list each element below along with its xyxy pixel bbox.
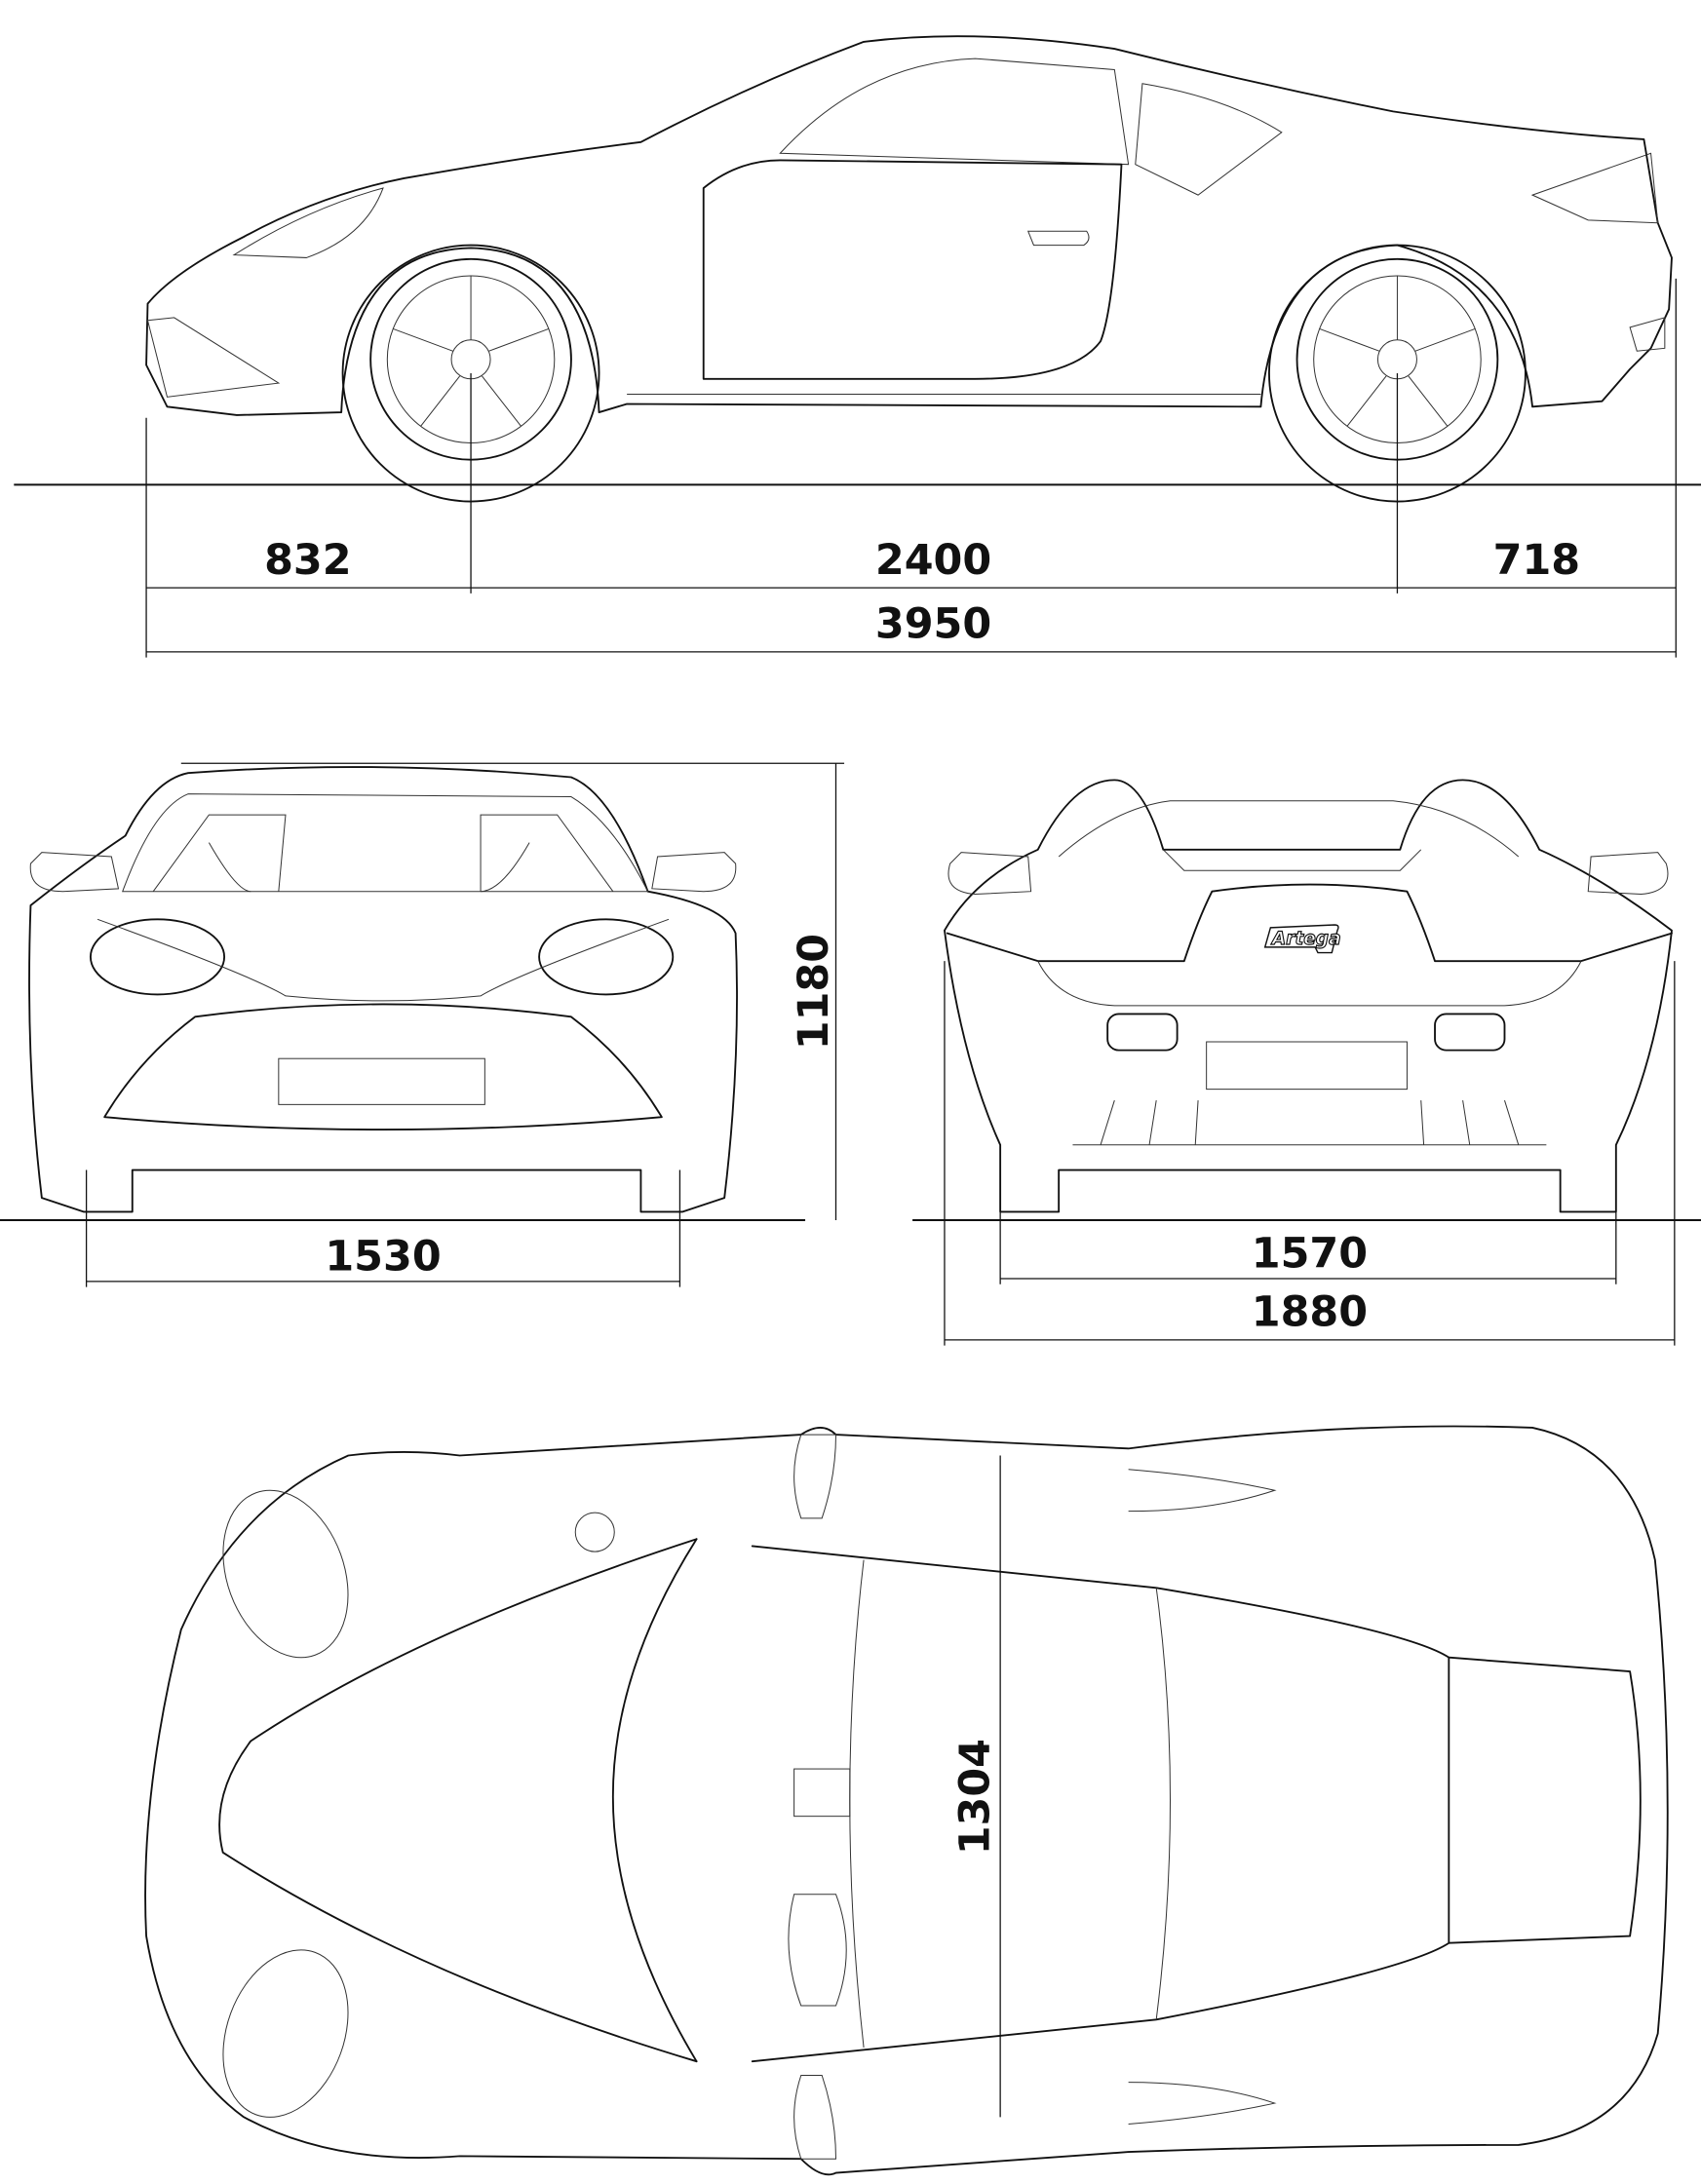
left-top-mirror: [793, 1434, 836, 1519]
height-label: 1180: [790, 934, 838, 1050]
roof-center: [849, 1559, 1171, 2048]
rear-track-label: 1570: [1252, 1230, 1368, 1279]
left-mirror: [29, 852, 120, 893]
rear-deck: [1448, 1656, 1642, 1944]
fuel-cap: [574, 1512, 615, 1552]
front-dimension-lines: [85, 762, 845, 1287]
headlight: [232, 187, 384, 258]
overall-width-label: 1880: [1252, 1288, 1368, 1337]
right-side-intake: [1128, 2082, 1277, 2126]
rear-window: [1058, 800, 1520, 858]
overall-length-label: 3950: [875, 600, 991, 649]
hood-center-panel: [218, 1538, 698, 2063]
rear-dimension-lines: [944, 961, 1676, 1346]
side-rear-window: [1135, 83, 1283, 196]
license-plate: [278, 1057, 485, 1105]
side-dimension-lines: [145, 278, 1677, 658]
side-body-outline: [145, 35, 1673, 416]
rear-overhang-label: 718: [1493, 536, 1580, 585]
rear-diffuser: [1629, 317, 1666, 352]
top-body-outline: [144, 1425, 1669, 2176]
cabin-width-label: 1304: [951, 1739, 1000, 1855]
rear-view: Artega 1570 1880: [912, 779, 1701, 1346]
left-headlight-top: [222, 1489, 349, 1659]
side-window: [779, 57, 1130, 166]
right-exhaust: [1434, 1013, 1506, 1052]
left-exhaust: [1106, 1013, 1179, 1052]
front-intake: [146, 317, 281, 398]
rear-bumper-line: [1037, 960, 1582, 1007]
taillight: [1530, 152, 1659, 224]
seats: [152, 814, 614, 893]
side-door: [702, 159, 1123, 380]
windshield: [122, 793, 649, 893]
rear-license-plate: [1206, 1041, 1408, 1091]
left-side-intake: [1128, 1469, 1277, 1513]
front-body-outline: [28, 766, 738, 1213]
right-rear-mirror: [1587, 852, 1669, 896]
windshield-top: [611, 1538, 698, 2063]
rear-body-outline: [944, 779, 1673, 1213]
console-screen: [793, 1768, 851, 1818]
front-hood-line: [97, 918, 670, 1002]
steering-wheel: [788, 1894, 847, 2007]
wheelbase-label: 2400: [875, 536, 991, 585]
front-track-label: 1530: [325, 1232, 441, 1281]
right-top-mirror: [793, 2074, 836, 2160]
cabin-roof: [751, 1545, 1450, 2063]
rear-taillights-band: [946, 883, 1673, 963]
top-view: 1304: [144, 1425, 1669, 2176]
svg-text:Artega: Artega: [1270, 929, 1341, 949]
right-headlight: [538, 918, 675, 996]
front-grille: [103, 1003, 663, 1131]
rear-diffuser-fins: [1072, 1099, 1547, 1146]
artega-logo: Artega: [1263, 924, 1341, 954]
side-view: 832 2400 718 3950: [14, 35, 1701, 658]
right-mirror: [651, 852, 737, 893]
left-rear-mirror: [947, 852, 1032, 896]
rear-spoiler: [1162, 849, 1422, 871]
front-view: 1180 1530: [0, 762, 845, 1287]
front-overhang-label: 832: [264, 536, 351, 585]
left-headlight: [89, 918, 226, 996]
right-headlight-top: [222, 1949, 349, 2118]
door-handle: [1026, 230, 1090, 247]
